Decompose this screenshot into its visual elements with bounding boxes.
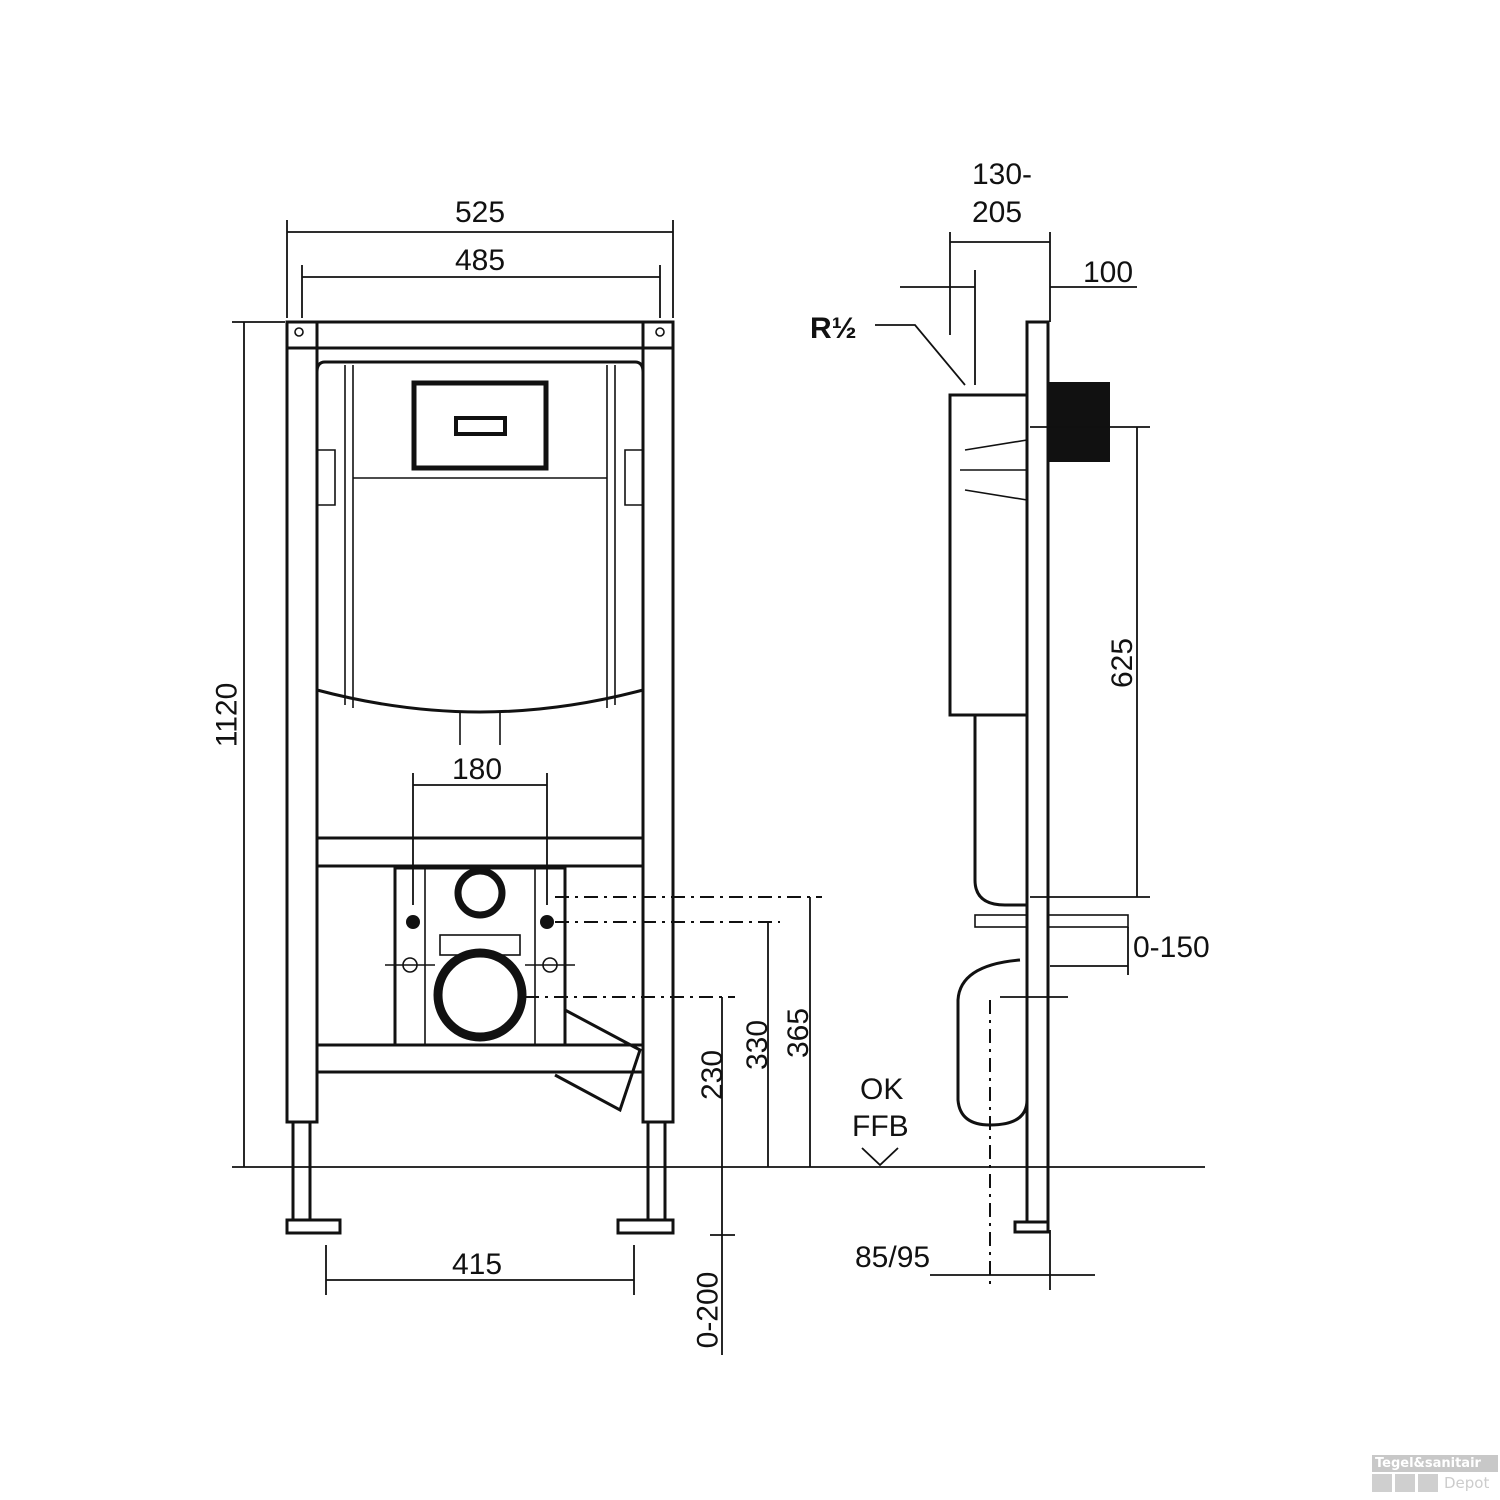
floor-label-ok: OK <box>860 1073 904 1106</box>
dim-outlet-adjust: 0-150 <box>1133 931 1210 964</box>
floor-label-ffb: FFB <box>852 1110 909 1143</box>
dim-plate-offset: 100 <box>1083 256 1134 289</box>
watermark-logo: Tegel&sanitair Depot <box>1372 1455 1498 1492</box>
watermark-line2: Depot <box>1444 1474 1490 1492</box>
dim-leg-adjust: 0-200 <box>691 1271 725 1349</box>
dim-outlet-spacing: 180 <box>452 753 503 786</box>
dim-width-outer: 525 <box>455 196 506 229</box>
dim-230: 230 <box>696 1049 730 1101</box>
dim-depth-2: 205 <box>972 196 1023 229</box>
front-dimensions <box>232 220 822 1355</box>
drain-bracket <box>385 866 642 1113</box>
inlet-label: R½ <box>810 312 857 345</box>
dim-flush-height: 625 <box>1106 637 1140 689</box>
dim-330: 330 <box>741 1019 775 1071</box>
dim-width-inner: 485 <box>455 244 506 277</box>
dim-foot-spacing: 415 <box>452 1248 503 1281</box>
dim-365: 365 <box>782 1007 816 1059</box>
cistern <box>315 360 645 745</box>
dim-height: 1120 <box>210 682 244 748</box>
drop-icon <box>1372 1474 1392 1492</box>
watermark-line1: Tegel&sanitair <box>1372 1455 1498 1472</box>
dim-depth-1: 130- <box>972 158 1033 191</box>
side-view <box>861 232 1150 1290</box>
front-frame <box>285 320 675 1235</box>
dim-foot-depth: 85/95 <box>855 1241 931 1274</box>
